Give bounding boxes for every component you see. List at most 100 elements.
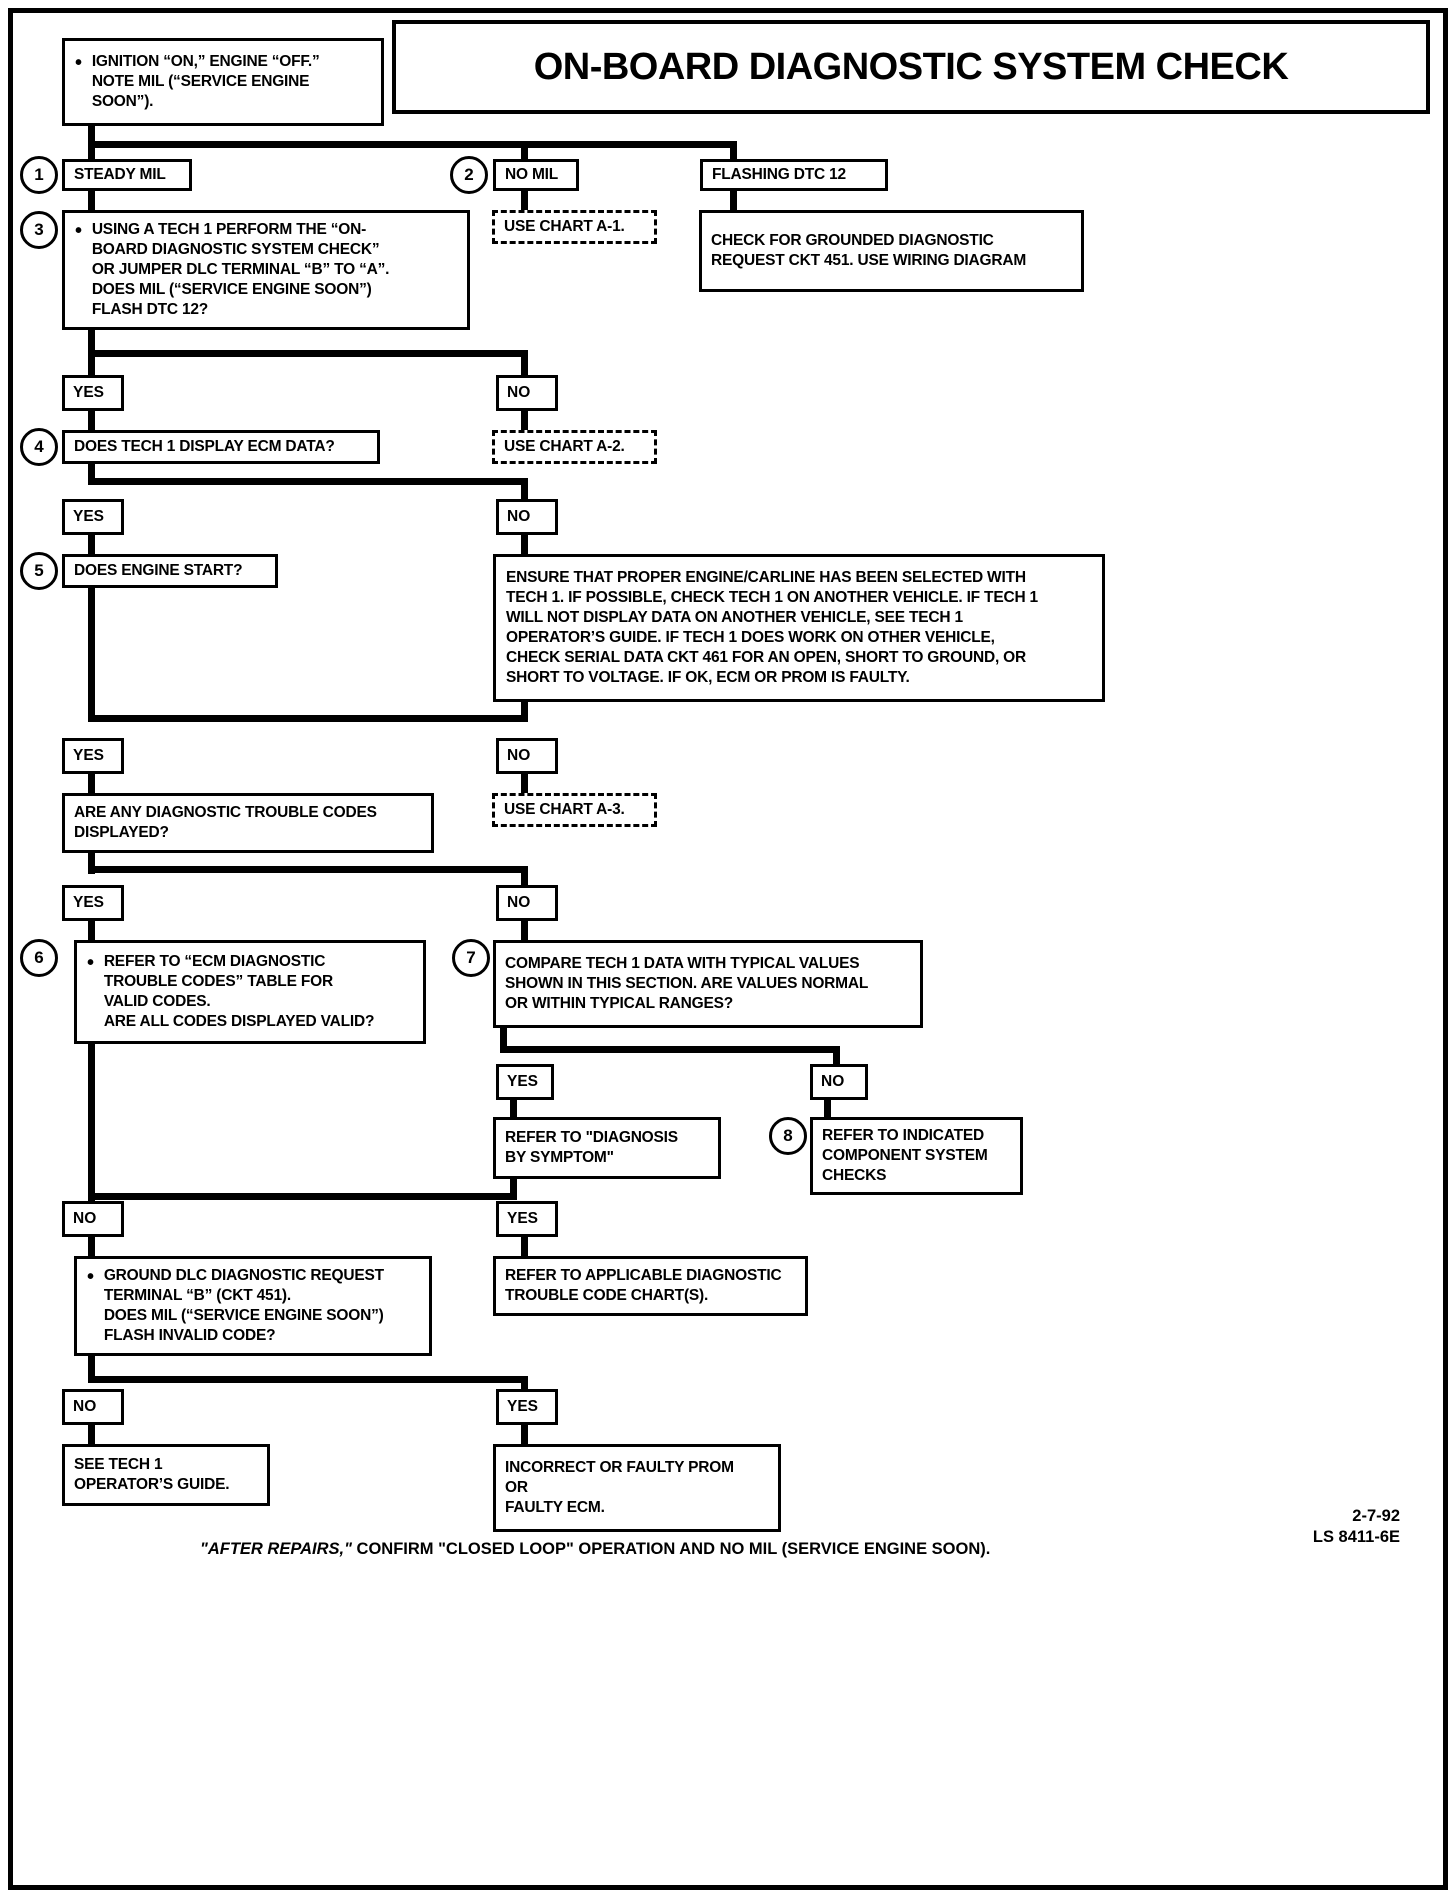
connector	[824, 1099, 831, 1119]
connector	[730, 190, 737, 212]
connector	[88, 534, 95, 556]
bullet-icon: •	[75, 51, 82, 74]
connector	[521, 773, 528, 795]
node-see-tech1-guide-text: SEE TECH 1 OPERATOR’S GUIDE.	[74, 1455, 230, 1493]
connector	[88, 1355, 95, 1383]
connector	[88, 1236, 95, 1258]
node-step8: REFER TO INDICATED COMPONENT SYSTEM CHEC…	[810, 1117, 1023, 1195]
step-number-2: 2	[450, 156, 488, 194]
bullet-icon: •	[87, 951, 94, 974]
connector-bus	[88, 478, 528, 485]
branch-label-no-step7: NO	[810, 1064, 868, 1100]
connector	[833, 1046, 840, 1066]
node-flashing-dtc12: FLASHING DTC 12	[700, 159, 888, 191]
node-step3-text: USING A TECH 1 PERFORM THE “ON- BOARD DI…	[91, 220, 390, 319]
node-refer-applicable-text: REFER TO APPLICABLE DIAGNOSTIC TROUBLE C…	[505, 1266, 782, 1304]
branch-label-yes-step7: YES	[496, 1064, 554, 1100]
node-ensure-block-text: ENSURE THAT PROPER ENGINE/CARLINE HAS BE…	[506, 568, 1038, 687]
branch-label-yes-step6: YES	[496, 1201, 558, 1237]
connector	[521, 866, 528, 888]
footer-part-code: LS 8411-6E	[1312, 1527, 1400, 1546]
connector-bus	[88, 350, 528, 357]
node-use-chart-a3-text: USE CHART A-3.	[504, 800, 625, 818]
node-refer-symptom: REFER TO "DIAGNOSIS BY SYMPTOM"	[493, 1117, 721, 1179]
node-refer-applicable: REFER TO APPLICABLE DIAGNOSTIC TROUBLE C…	[493, 1256, 808, 1316]
node-step6: • REFER TO “ECM DIAGNOSTIC TROUBLE CODES…	[74, 940, 426, 1044]
connector	[88, 587, 95, 722]
footer-revision: 2-7-92 LS 8411-6E	[1220, 1506, 1400, 1547]
node-check-grounded: CHECK FOR GROUNDED DIAGNOSTIC REQUEST CK…	[699, 210, 1084, 292]
footer-date: 2-7-92	[1352, 1507, 1400, 1525]
connector	[730, 141, 737, 161]
connector	[521, 190, 528, 212]
connector	[510, 1099, 517, 1119]
chart-title-box: ON-BOARD DIAGNOSTIC SYSTEM CHECK	[392, 20, 1430, 114]
connector	[88, 190, 95, 212]
node-use-chart-a1-text: USE CHART A-1.	[504, 217, 625, 235]
node-codes-displayed-text: ARE ANY DIAGNOSTIC TROUBLE CODES DISPLAY…	[74, 803, 377, 841]
node-step4-text: DOES TECH 1 DISPLAY ECM DATA?	[74, 437, 335, 455]
connector	[500, 1027, 507, 1053]
node-check-grounded-text: CHECK FOR GROUNDED DIAGNOSTIC REQUEST CK…	[711, 231, 1027, 269]
connector	[521, 350, 528, 376]
node-step5: DOES ENGINE START?	[62, 554, 278, 588]
node-start-text: IGNITION “ON,” ENGINE “OFF.” NOTE MIL (“…	[91, 52, 320, 111]
connector	[521, 534, 528, 556]
connector	[88, 1043, 95, 1201]
connector-bus	[88, 866, 528, 873]
bullet-icon: •	[87, 1265, 94, 1288]
node-steady-mil-text: STEADY MIL	[74, 165, 166, 183]
connector	[521, 478, 528, 500]
node-incorrect-prom: INCORRECT OR FAULTY PROM OR FAULTY ECM.	[493, 1444, 781, 1532]
node-ground-dlc-text: GROUND DLC DIAGNOSTIC REQUEST TERMINAL “…	[103, 1266, 384, 1345]
connector	[521, 410, 528, 432]
connector	[88, 329, 95, 354]
node-step3: • USING A TECH 1 PERFORM THE “ON- BOARD …	[62, 210, 470, 330]
connector-bus	[88, 1193, 517, 1200]
connector	[88, 410, 95, 432]
page-border	[8, 8, 1448, 1890]
step-number-8: 8	[769, 1117, 807, 1155]
page-title: ON-BOARD DIAGNOSTIC SYSTEM CHECK	[533, 45, 1289, 88]
step-number-6: 6	[20, 939, 58, 977]
node-step6-text: REFER TO “ECM DIAGNOSTIC TROUBLE CODES” …	[103, 952, 375, 1031]
node-step8-text: REFER TO INDICATED COMPONENT SYSTEM CHEC…	[822, 1126, 988, 1185]
connector-bus	[88, 141, 736, 148]
connector	[88, 920, 95, 942]
step-number-5: 5	[20, 552, 58, 590]
branch-label-yes-step4: YES	[62, 499, 124, 535]
node-use-chart-a2-text: USE CHART A-2.	[504, 437, 625, 455]
connector	[521, 1376, 528, 1398]
connector-bus	[88, 715, 528, 722]
node-step4: DOES TECH 1 DISPLAY ECM DATA?	[62, 430, 380, 464]
connector	[521, 920, 528, 942]
node-steady-mil: STEADY MIL	[62, 159, 192, 191]
node-step7-text: COMPARE TECH 1 DATA WITH TYPICAL VALUES …	[505, 954, 869, 1013]
connector	[88, 773, 95, 795]
branch-label-no-step4: NO	[496, 499, 558, 535]
node-step7: COMPARE TECH 1 DATA WITH TYPICAL VALUES …	[493, 940, 923, 1028]
connector	[88, 463, 95, 485]
connector	[521, 701, 528, 722]
branch-label-yes-codes: YES	[62, 885, 124, 921]
footer-note-rest: CONFIRM "CLOSED LOOP" OPERATION AND NO M…	[351, 1540, 991, 1558]
step-number-4: 4	[20, 428, 58, 466]
node-refer-symptom-text: REFER TO "DIAGNOSIS BY SYMPTOM"	[505, 1128, 678, 1166]
connector	[521, 1424, 528, 1446]
node-incorrect-prom-text: INCORRECT OR FAULTY PROM OR FAULTY ECM.	[505, 1458, 734, 1517]
node-use-chart-a3: USE CHART A-3.	[492, 793, 657, 827]
branch-label-yes-step3: YES	[62, 375, 124, 411]
connector-bus	[500, 1046, 840, 1053]
step-number-1: 1	[20, 156, 58, 194]
footer-note: "AFTER REPAIRS," CONFIRM "CLOSED LOOP" O…	[200, 1540, 990, 1559]
step-number-7: 7	[452, 939, 490, 977]
branch-label-yes-ground: YES	[496, 1389, 558, 1425]
connector	[88, 126, 95, 144]
node-no-mil-text: NO MIL	[505, 165, 559, 183]
bullet-icon: •	[75, 219, 82, 242]
node-see-tech1-guide: SEE TECH 1 OPERATOR’S GUIDE.	[62, 1444, 270, 1506]
node-use-chart-a1: USE CHART A-1.	[492, 210, 657, 244]
connector-bus	[88, 1376, 528, 1383]
step-number-3: 3	[20, 211, 58, 249]
connector	[88, 350, 95, 376]
